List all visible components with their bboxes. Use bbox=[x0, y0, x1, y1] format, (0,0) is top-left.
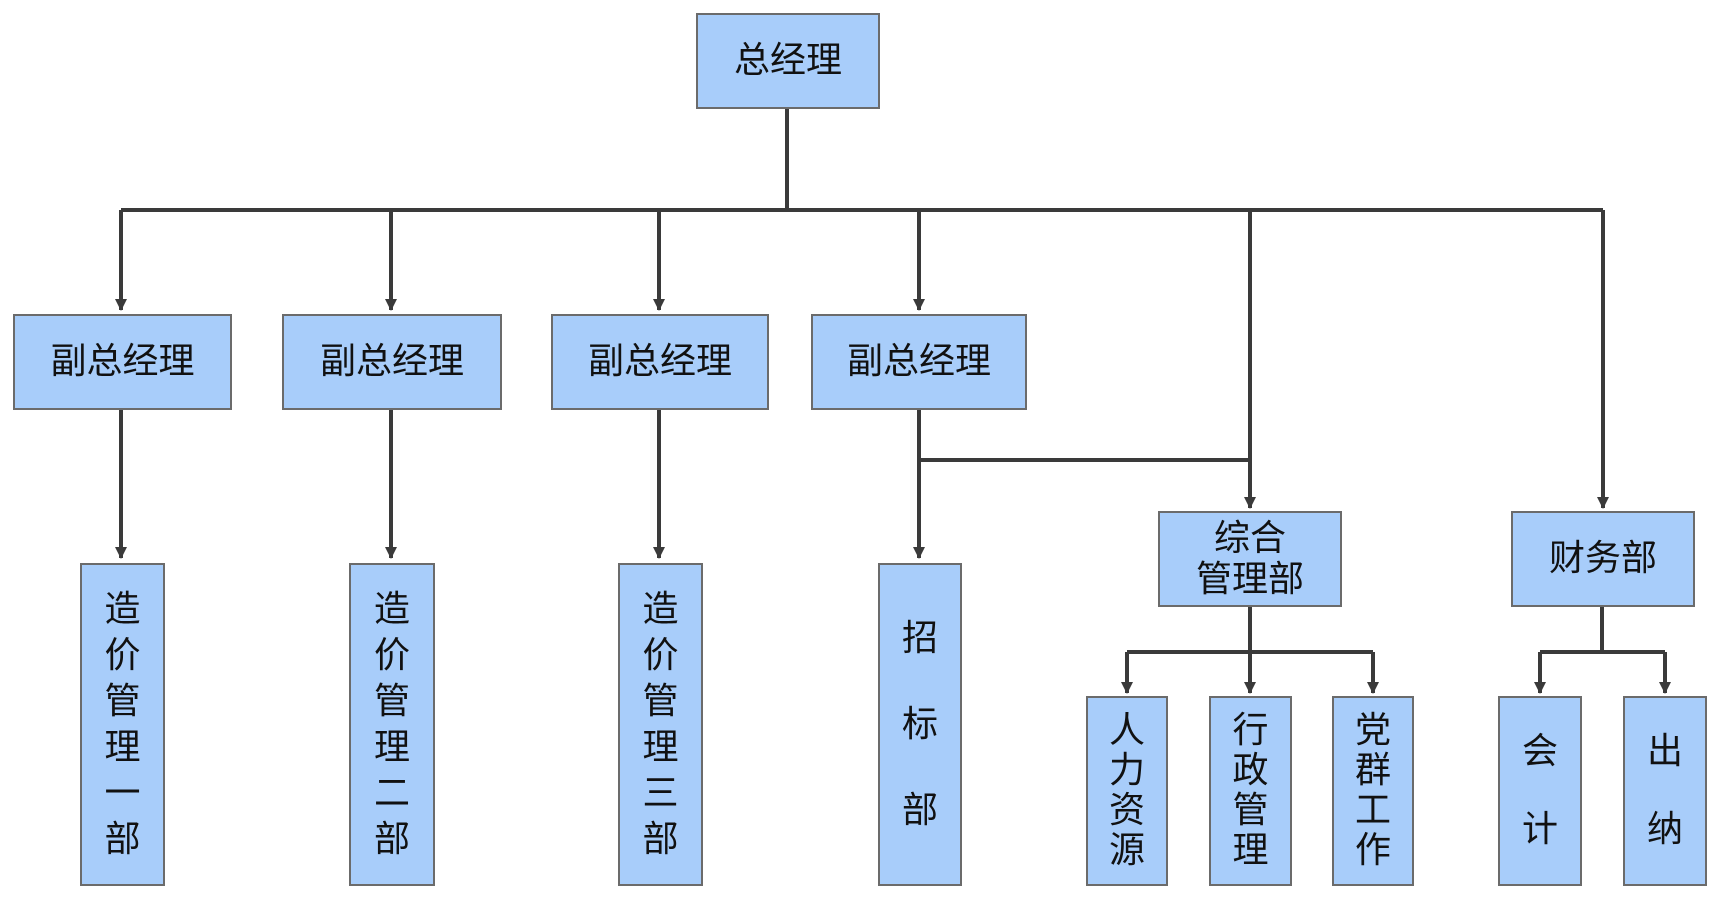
label-char: 理 bbox=[373, 726, 410, 768]
cost-dept-2-label: 造价管理二部 bbox=[373, 588, 410, 860]
label-char: 造 bbox=[104, 588, 141, 630]
cost-dept-3-box: 造价管理三部 bbox=[618, 563, 703, 886]
label-char: 价 bbox=[642, 634, 679, 676]
human-resources-box: 人力资源 bbox=[1086, 696, 1168, 886]
general-manager-label: 总经理 bbox=[733, 40, 842, 82]
accounting-box: 会计 bbox=[1498, 696, 1582, 886]
label-char: 党 bbox=[1354, 710, 1391, 751]
deputy-manager-box-2: 副总经理 bbox=[282, 314, 502, 410]
label-char: 作 bbox=[1354, 830, 1391, 871]
label-char: 群 bbox=[1354, 750, 1391, 791]
label-char: 计 bbox=[1521, 809, 1558, 850]
cost-dept-3-label: 造价管理三部 bbox=[642, 588, 679, 860]
admin-management-label: 行政管理 bbox=[1232, 713, 1268, 869]
label-char: 造 bbox=[373, 588, 410, 630]
deputy-manager-box-4: 副总经理 bbox=[811, 314, 1027, 410]
label-char: 价 bbox=[104, 634, 141, 676]
admin-management-box: 行政管理 bbox=[1209, 696, 1292, 886]
deputy-manager-label: 副总经理 bbox=[587, 341, 732, 383]
deputy-manager-label: 副总经理 bbox=[319, 341, 464, 383]
deputy-manager-box-1: 副总经理 bbox=[13, 314, 232, 410]
label-char: 部 bbox=[642, 818, 679, 860]
general-admin-dept-box: 综合 管理部 bbox=[1158, 511, 1342, 607]
label-char: 部 bbox=[901, 789, 938, 831]
label-char: 部 bbox=[373, 818, 410, 860]
label-char: 造 bbox=[642, 588, 679, 630]
label-char: 招 bbox=[901, 617, 938, 659]
general-admin-dept-label: 综合 管理部 bbox=[1196, 518, 1304, 601]
deputy-manager-label: 副总经理 bbox=[50, 341, 195, 383]
cashier-label: 出纳 bbox=[1647, 734, 1683, 848]
general-admin-dept-label-line-2: 管理部 bbox=[1195, 559, 1304, 600]
bidding-dept-label: 招标部 bbox=[901, 617, 938, 831]
label-char: 理 bbox=[104, 726, 141, 768]
label-char: 理 bbox=[1232, 830, 1269, 871]
cost-dept-2-box: 造价管理二部 bbox=[349, 563, 435, 886]
human-resources-label: 人力资源 bbox=[1109, 713, 1145, 869]
cost-dept-1-label: 造价管理一部 bbox=[104, 588, 141, 860]
label-char: 人 bbox=[1108, 710, 1145, 751]
label-char: 力 bbox=[1108, 750, 1145, 791]
cashier-box: 出纳 bbox=[1623, 696, 1707, 886]
label-char: 行 bbox=[1232, 710, 1269, 751]
label-char: 管 bbox=[642, 680, 679, 722]
general-admin-dept-label-line-1: 综合 bbox=[1213, 517, 1286, 559]
label-char: 纳 bbox=[1646, 809, 1683, 850]
finance-dept-box: 财务部 bbox=[1511, 511, 1695, 607]
label-char: 标 bbox=[901, 703, 938, 745]
accounting-label: 会计 bbox=[1522, 734, 1558, 848]
label-char: 管 bbox=[373, 680, 410, 722]
cost-dept-1-box: 造价管理一部 bbox=[80, 563, 165, 886]
party-mass-work-box: 党群工作 bbox=[1332, 696, 1414, 886]
label-char: 工 bbox=[1354, 790, 1391, 831]
label-char: 价 bbox=[373, 634, 410, 676]
deputy-manager-label: 副总经理 bbox=[846, 341, 991, 383]
label-char: 理 bbox=[642, 726, 679, 768]
label-char: 源 bbox=[1108, 830, 1145, 871]
label-char: 管 bbox=[104, 680, 141, 722]
label-char: 一 bbox=[104, 772, 141, 814]
label-char: 部 bbox=[104, 818, 141, 860]
label-char: 会 bbox=[1521, 731, 1558, 772]
label-char: 出 bbox=[1646, 731, 1683, 772]
label-char: 管 bbox=[1232, 790, 1269, 831]
label-char: 二 bbox=[373, 772, 410, 814]
bidding-dept-box: 招标部 bbox=[878, 563, 962, 886]
deputy-manager-box-3: 副总经理 bbox=[551, 314, 769, 410]
general-manager-box: 总经理 bbox=[696, 13, 880, 109]
finance-dept-label: 财务部 bbox=[1548, 538, 1657, 580]
party-mass-work-label: 党群工作 bbox=[1355, 713, 1391, 869]
label-char: 三 bbox=[642, 772, 679, 814]
label-char: 资 bbox=[1108, 790, 1145, 831]
label-char: 政 bbox=[1232, 750, 1269, 791]
